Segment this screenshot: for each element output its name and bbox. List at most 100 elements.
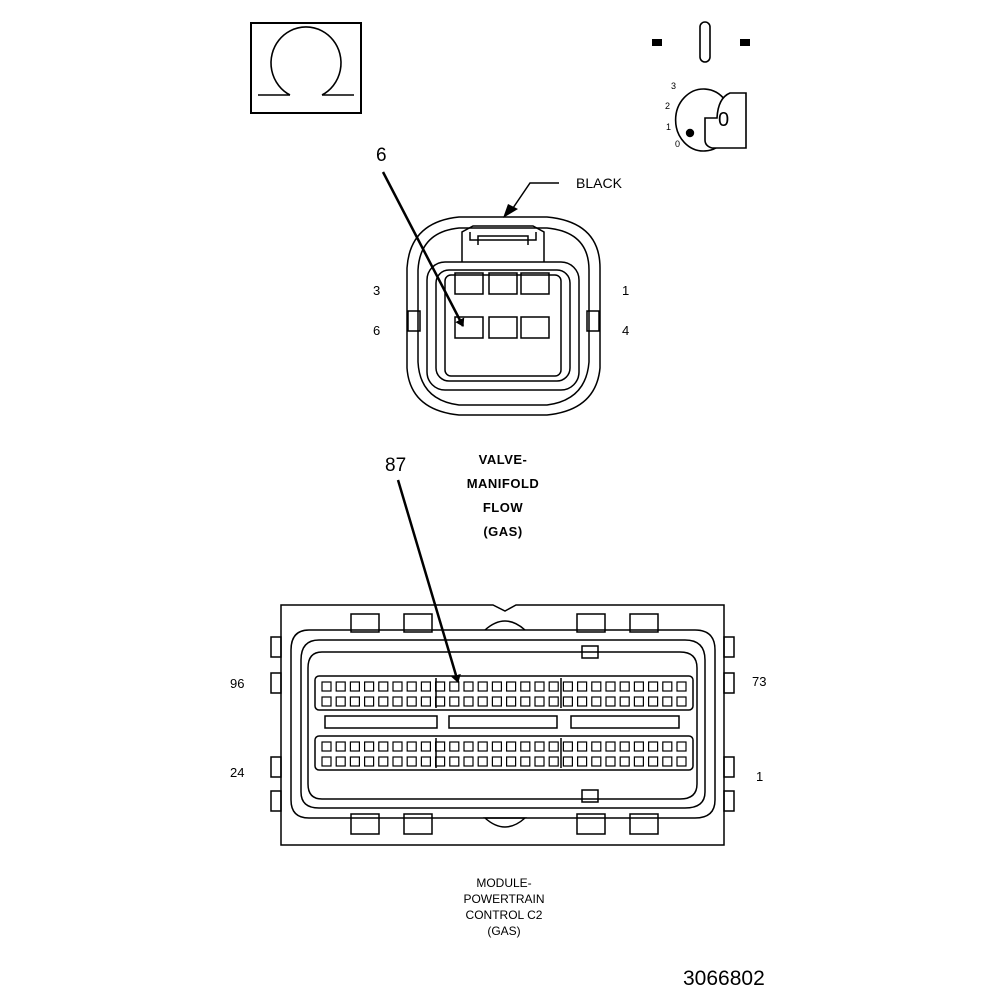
pin-cavity — [491, 681, 502, 692]
pin-cavity — [662, 741, 673, 752]
key-position-0: 0 — [675, 139, 681, 149]
pin-cavity — [335, 681, 346, 692]
pin-cavity — [378, 741, 389, 752]
pin-cavity — [576, 741, 588, 752]
pin-cavity — [349, 681, 360, 692]
pin-cavity — [605, 756, 616, 767]
pin-cavity — [506, 696, 517, 707]
pin-cavity — [392, 756, 403, 767]
pin-cavity — [449, 696, 460, 707]
pin-6-callout-arrow — [381, 171, 465, 327]
pcm-pin-label-1: 1 — [756, 769, 764, 784]
pin-cavity — [534, 741, 545, 752]
pin-cavity — [491, 756, 502, 767]
valve-pin-label-6: 6 — [373, 323, 381, 338]
pin-87-callout-arrow — [396, 479, 461, 683]
pin-cavity — [321, 696, 332, 707]
key-position-2: 2 — [665, 101, 671, 111]
pin-cavity — [335, 741, 346, 752]
pin-cavity — [420, 681, 431, 692]
pin-cavity — [534, 696, 545, 707]
pin-cavity — [420, 741, 431, 752]
pin-cavity — [548, 681, 559, 692]
valve-title-line-2: MANIFOLD — [466, 476, 540, 491]
pin-cavity — [463, 741, 474, 752]
pin-cavity — [633, 756, 645, 767]
pcm-pin-label-96: 96 — [230, 676, 245, 691]
valve-pin-label-4: 4 — [622, 323, 630, 338]
pin-cavity — [576, 696, 588, 707]
pcm-pin-callout-label: 87 — [385, 455, 407, 476]
pin-cavity — [548, 756, 559, 767]
pin-cavity — [435, 741, 446, 752]
pin-cavity — [392, 741, 403, 752]
pin-cavity — [435, 696, 446, 707]
pcm-title-line-3: CONTROL C2 — [465, 908, 543, 922]
pin-cavity — [321, 741, 332, 752]
pin-cavity — [449, 756, 460, 767]
pin-cavity — [463, 696, 474, 707]
black-color-pointer — [503, 204, 518, 218]
pin-cavity — [633, 696, 645, 707]
pin-cavity — [647, 741, 659, 752]
pin-cavity — [591, 696, 602, 707]
pin-cavity — [406, 756, 417, 767]
pin-cavity — [392, 696, 403, 707]
pin-cavity — [633, 741, 645, 752]
pin-cavity — [576, 681, 588, 692]
ohmmeter-icon — [250, 22, 362, 114]
pin-cavity — [349, 741, 360, 752]
pin-cavity — [378, 681, 389, 692]
pin-cavity — [662, 696, 673, 707]
pcm-title-line-1: MODULE- — [476, 876, 532, 890]
key-position-3: 3 — [671, 81, 677, 91]
pin-cavity — [364, 681, 375, 692]
pin-cavity — [591, 681, 602, 692]
pin-cavity — [406, 696, 417, 707]
pin-cavity — [349, 696, 360, 707]
valve-pin-callout-label: 6 — [376, 145, 387, 166]
pin-cavity — [378, 696, 389, 707]
figure-number: 3066802 — [683, 967, 765, 990]
valve-pin-label-3: 3 — [373, 283, 381, 298]
key-position-1: 1 — [666, 122, 672, 132]
valve-title-line-4: (GAS) — [483, 524, 523, 539]
powertrain-control-module-connector — [270, 604, 735, 846]
pin-cavity — [477, 741, 488, 752]
pin-cavity — [520, 696, 531, 707]
pin-cavity — [491, 741, 502, 752]
pin-cavity — [562, 756, 574, 767]
valve-manifold-flow-connector — [406, 182, 601, 416]
pin-cavity — [349, 756, 360, 767]
pin-cavity — [662, 681, 673, 692]
pin-cavity — [520, 681, 531, 692]
pcm-pin-label-24: 24 — [230, 765, 245, 780]
pin-cavity — [534, 681, 545, 692]
pin-cavity — [477, 681, 488, 692]
pin-cavity — [321, 681, 332, 692]
pin-cavity — [605, 741, 616, 752]
pin-cavity — [647, 756, 659, 767]
pin-cavity — [506, 756, 517, 767]
pin-cavity — [619, 741, 630, 752]
pin-cavity — [392, 681, 403, 692]
pin-cavity — [491, 696, 502, 707]
pcm-pin-label-73: 73 — [752, 674, 767, 689]
pin-cavity — [364, 741, 375, 752]
pin-cavity — [676, 696, 687, 707]
pin-cavity — [605, 681, 616, 692]
pin-cavity — [406, 681, 417, 692]
pin-cavity — [477, 696, 488, 707]
pin-cavity — [676, 681, 687, 692]
connector-color-label: BLACK — [576, 175, 622, 191]
valve-title-line-1: VALVE- — [478, 452, 528, 467]
pin-cavity — [591, 756, 602, 767]
ignition-off-icon — [652, 21, 750, 152]
pin-cavity — [420, 696, 431, 707]
pin-cavity — [605, 696, 616, 707]
pin-cavity — [548, 741, 559, 752]
pin-cavity — [506, 681, 517, 692]
pin-cavity — [562, 696, 574, 707]
pin-cavity — [335, 696, 346, 707]
